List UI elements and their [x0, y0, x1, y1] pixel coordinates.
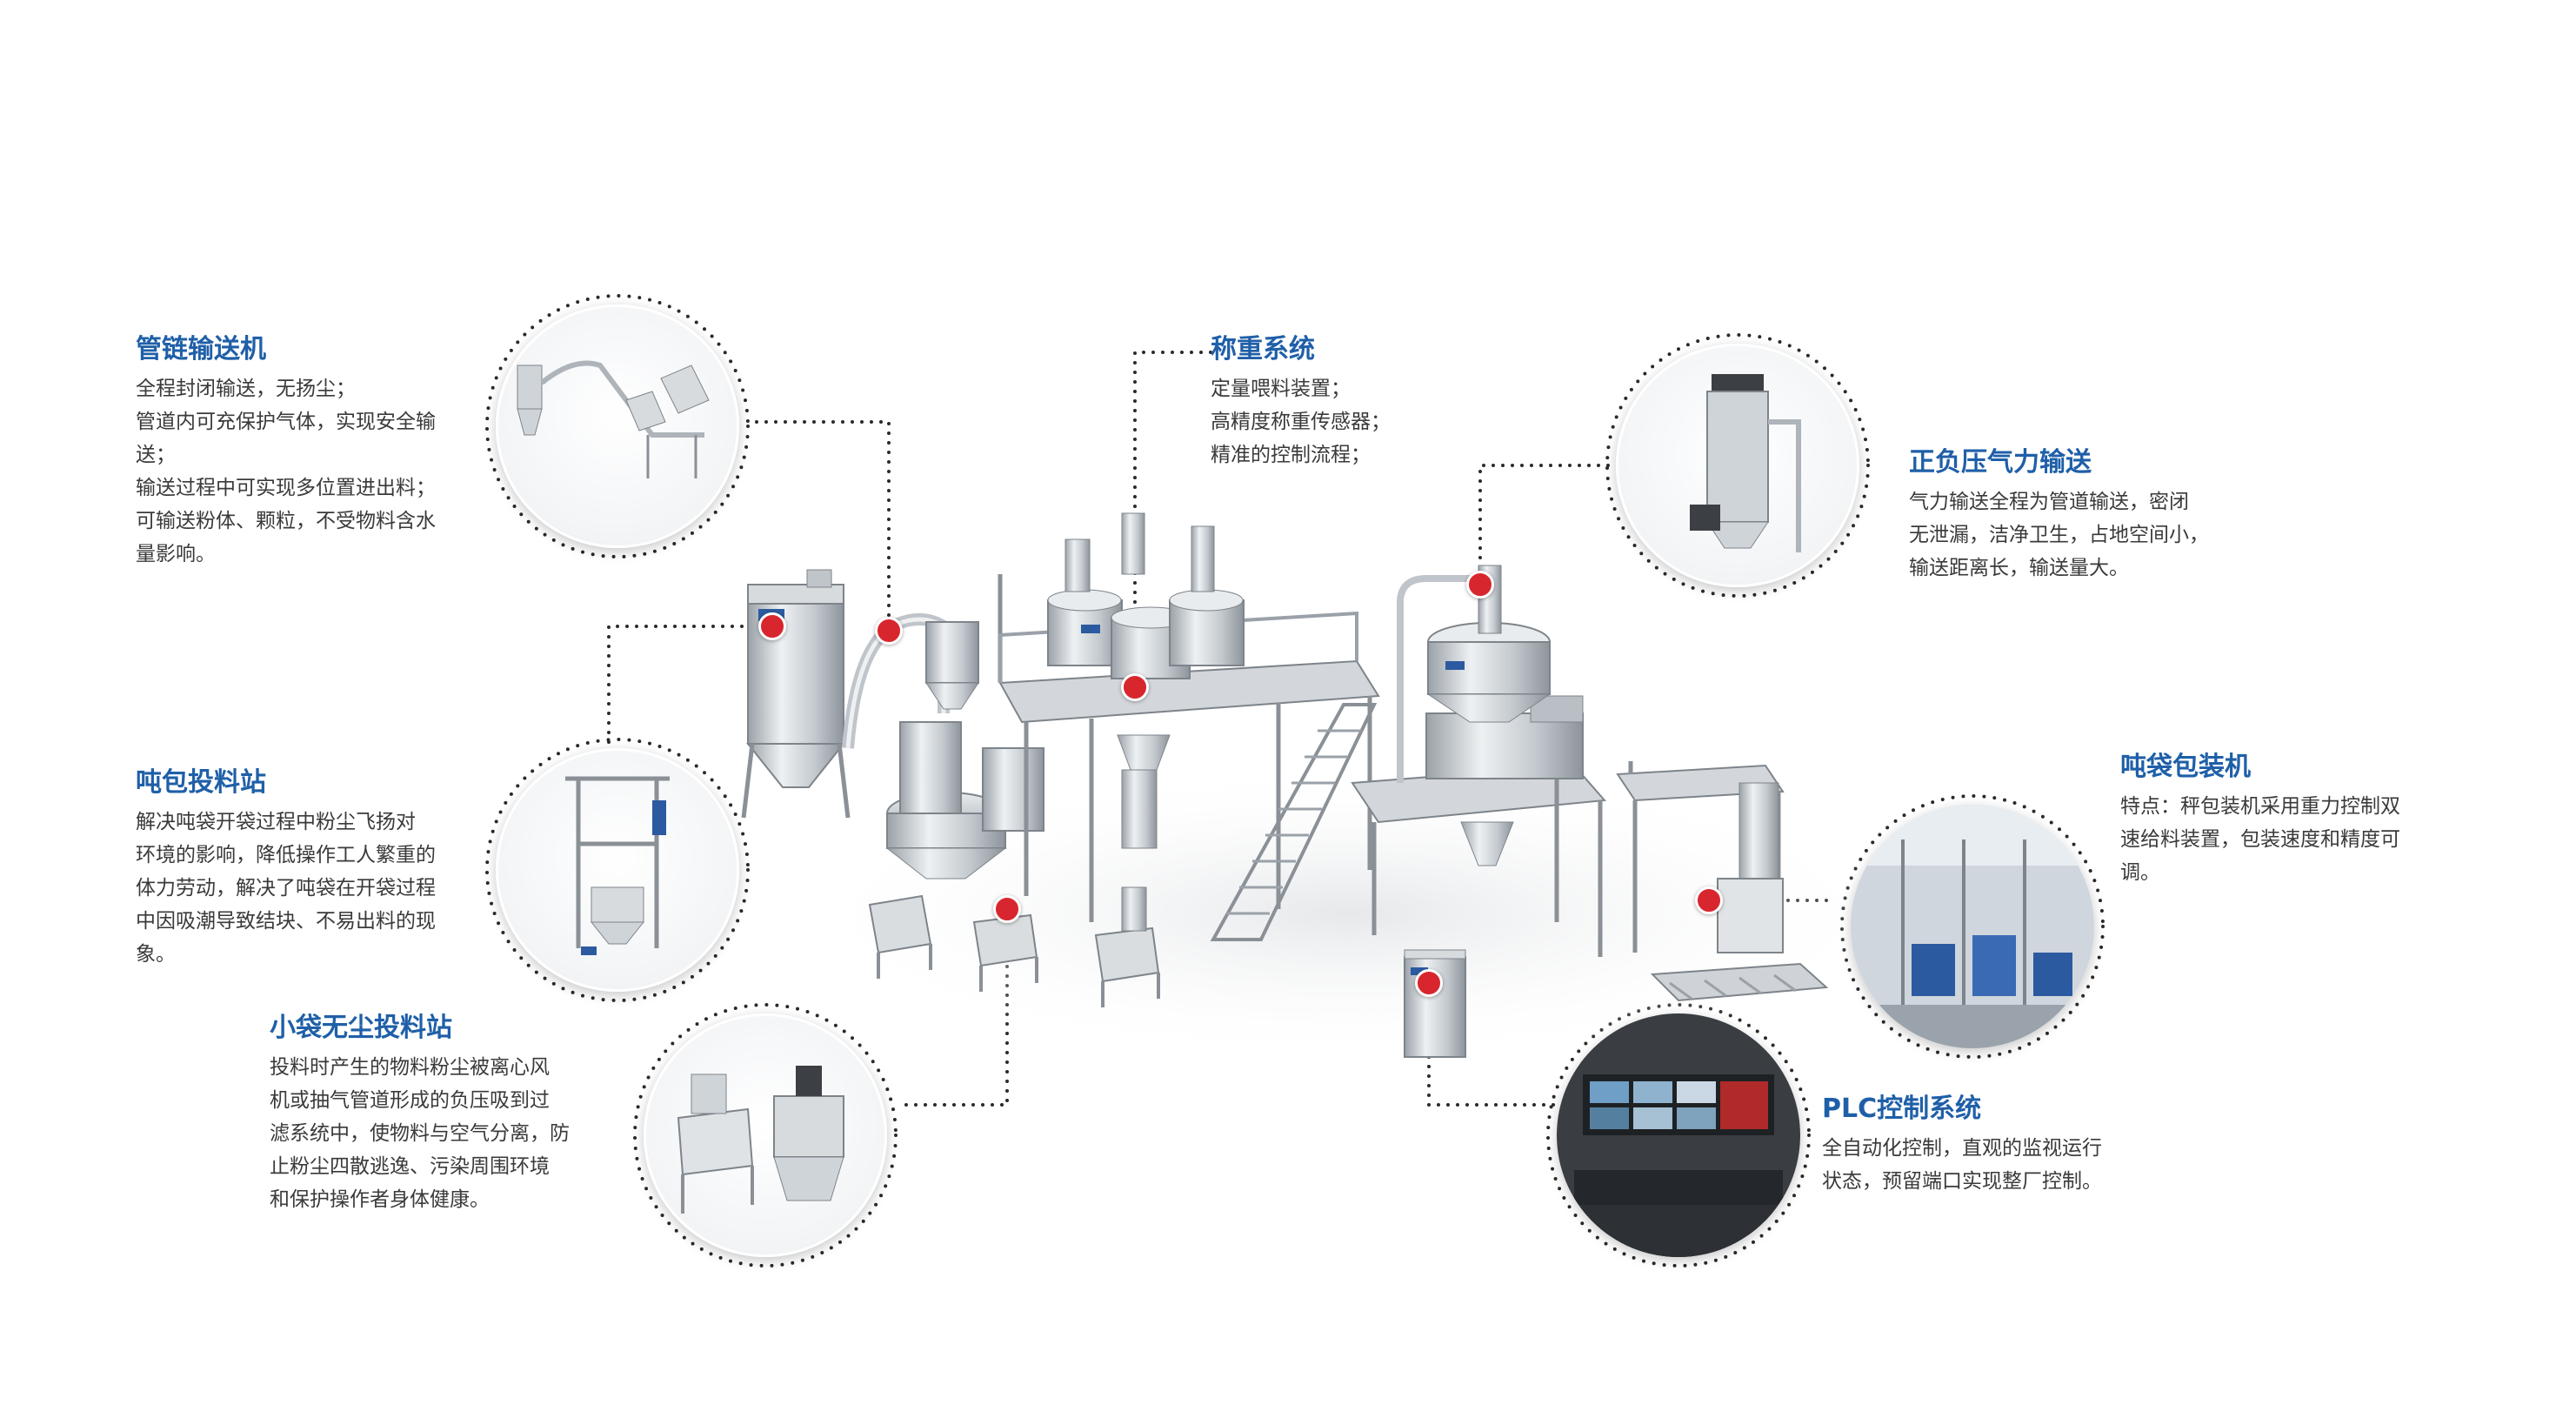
- chain-conveyor-photo: [496, 304, 739, 548]
- callout-line: 气力输送全程为管道输送，密闭: [1909, 491, 2189, 513]
- leader-weighing: [1133, 351, 1212, 689]
- callout-title: 管链输送机: [136, 334, 266, 365]
- weighing-tanks: [1047, 512, 1245, 849]
- callout-line: 滤系统中，使物料与空气分离，防: [270, 1122, 570, 1145]
- callout-line: 全程封闭输送，无扬尘；: [136, 378, 356, 400]
- callout-description: 特点：秤包装机采用重力控制双 速给料装置，包装速度和精度可 调。: [2120, 790, 2400, 889]
- callout-title: 称重系统: [1211, 334, 1315, 365]
- pneumatic-conveying-photo: [1616, 344, 1859, 587]
- callout-line: 解决吨袋开袋过程中粉尘飞扬对: [136, 811, 416, 833]
- callout-plc-control: PLC控制系统 全自动化控制，直观的监视运行 状态，预留端口实现整厂控制。: [1822, 1092, 2102, 1198]
- callout-line: 无泄漏，洁净卫生，占地空间小，: [1909, 524, 2209, 546]
- callout-line: 体力劳动，解决了吨袋在开袋过程: [136, 877, 436, 900]
- callout-line: 输送过程中可实现多位置进出料；: [136, 477, 436, 499]
- blending-platform: [1351, 565, 1607, 957]
- outline-ton-bag: [1840, 794, 2105, 1059]
- bulk-bag-station-photo: [496, 748, 739, 992]
- dust-collector-unit: [741, 569, 851, 819]
- callout-title: 吨包投料站: [136, 767, 266, 798]
- callout-description: 解决吨袋开袋过程中粉尘飞扬对 环境的影响，降低操作工人繁重的 体力劳动，解决了吨…: [136, 806, 436, 971]
- callout-bulk-bag-station: 吨包投料站 解决吨袋开袋过程中粉尘飞扬对 环境的影响，降低操作工人繁重的 体力劳…: [136, 766, 436, 971]
- hotspot-bulk-bag[interactable]: [758, 612, 786, 640]
- callout-line: 高精度称重传感器；: [1211, 411, 1391, 433]
- floor-shadow: [783, 766, 1913, 1061]
- hotspot-ton-bag[interactable]: [1695, 886, 1723, 914]
- callout-title: 吨袋包装机: [2120, 752, 2251, 782]
- callout-line: 和保护操作者身体健康。: [270, 1188, 490, 1211]
- callout-pneumatic-conveying: 正负压气力输送 气力输送全程为管道输送，密闭 无泄漏，洁净卫生，占地空间小， 输…: [1909, 445, 2209, 585]
- callout-description: 投料时产生的物料粉尘被离心风 机或抽气管道形成的负压吸到过 滤系统中，使物料与空…: [270, 1051, 570, 1216]
- callout-line: 速给料装置，包装速度和精度可: [2120, 828, 2400, 851]
- callout-line: 精准的控制流程；: [1211, 444, 1371, 466]
- callout-line: 中因吸潮导致结块、不易出料的现: [136, 910, 436, 933]
- outline-small-bag: [633, 1003, 898, 1268]
- outline-pneumatic: [1605, 333, 1870, 598]
- callout-line: 可输送粉体、颗粒，不受物料含水: [136, 510, 436, 532]
- leader-chain-conveyor: [755, 420, 891, 632]
- callout-line: 象。: [136, 943, 176, 966]
- callout-weighing-system: 称重系统 定量喂料装置； 高精度称重传感器； 精准的控制流程；: [1211, 332, 1391, 472]
- hotspot-chain-conveyor[interactable]: [875, 617, 903, 645]
- callout-chain-conveyor: 管链输送机 全程封闭输送，无扬尘； 管道内可充保护气体，实现安全输 送； 输送过…: [136, 332, 436, 571]
- callout-description: 定量喂料装置； 高精度称重传感器； 精准的控制流程；: [1211, 372, 1391, 472]
- callout-line: 止粉尘四散逃逸、污染周围环境: [270, 1155, 550, 1178]
- outline-bulk-bag: [485, 738, 750, 1002]
- ton-bag-packer-photo: [1851, 805, 2094, 1048]
- hotspot-weighing[interactable]: [1121, 673, 1149, 701]
- callout-title: 正负压气力输送: [1909, 447, 2092, 478]
- callout-small-bag-station: 小袋无尘投料站 投料时产生的物料粉尘被离心风 机或抽气管道形成的负压吸到过 滤系…: [270, 1011, 570, 1216]
- callout-description: 全程封闭输送，无扬尘； 管道内可充保护气体，实现安全输 送； 输送过程中可实现多…: [136, 372, 436, 571]
- left-process-group: [885, 621, 1044, 880]
- callout-line: 投料时产生的物料粉尘被离心风: [270, 1056, 550, 1079]
- small-bag-stations: [868, 886, 1160, 1007]
- callout-description: 气力输送全程为管道输送，密闭 无泄漏，洁净卫生，占地空间小， 输送距离长，输送量…: [1909, 485, 2209, 585]
- callout-line: 状态，预留端口实现整厂控制。: [1822, 1170, 2102, 1193]
- hotspot-small-bag[interactable]: [993, 895, 1021, 923]
- callout-line: 调。: [2120, 861, 2160, 884]
- callout-line: 特点：秤包装机采用重力控制双: [2120, 795, 2400, 818]
- callout-line: 管道内可充保护气体，实现安全输: [136, 411, 436, 433]
- callout-line: 送；: [136, 444, 176, 466]
- hotspot-pneumatic[interactable]: [1466, 571, 1494, 599]
- callout-title: PLC控制系统: [1822, 1094, 1982, 1124]
- callout-line: 量影响。: [136, 543, 216, 565]
- callout-line: 输送距离长，输送量大。: [1909, 557, 2129, 579]
- callout-line: 全自动化控制，直观的监视运行: [1822, 1137, 2102, 1160]
- small-bag-station-photo: [644, 1013, 887, 1257]
- leader-plc: [1427, 1055, 1558, 1107]
- callout-line: 定量喂料装置；: [1211, 378, 1351, 400]
- callout-description: 全自动化控制，直观的监视运行 状态，预留端口实现整厂控制。: [1822, 1132, 2102, 1198]
- plc-cabinet: [1404, 949, 1466, 1058]
- ton-bag-packer: [1616, 761, 1829, 1002]
- weighing-platform: [998, 512, 1380, 941]
- callout-line: 机或抽气管道形成的负压吸到过: [270, 1089, 550, 1112]
- outline-chain-conveyor: [485, 294, 750, 559]
- callout-line: 环境的影响，降低操作工人繁重的: [136, 844, 436, 866]
- callout-ton-bag-packer: 吨袋包装机 特点：秤包装机采用重力控制双 速给料装置，包装速度和精度可 调。: [2120, 750, 2400, 889]
- hotspot-plc[interactable]: [1415, 969, 1443, 997]
- callout-title: 小袋无尘投料站: [270, 1013, 452, 1043]
- plc-control-photo: [1557, 1013, 1800, 1257]
